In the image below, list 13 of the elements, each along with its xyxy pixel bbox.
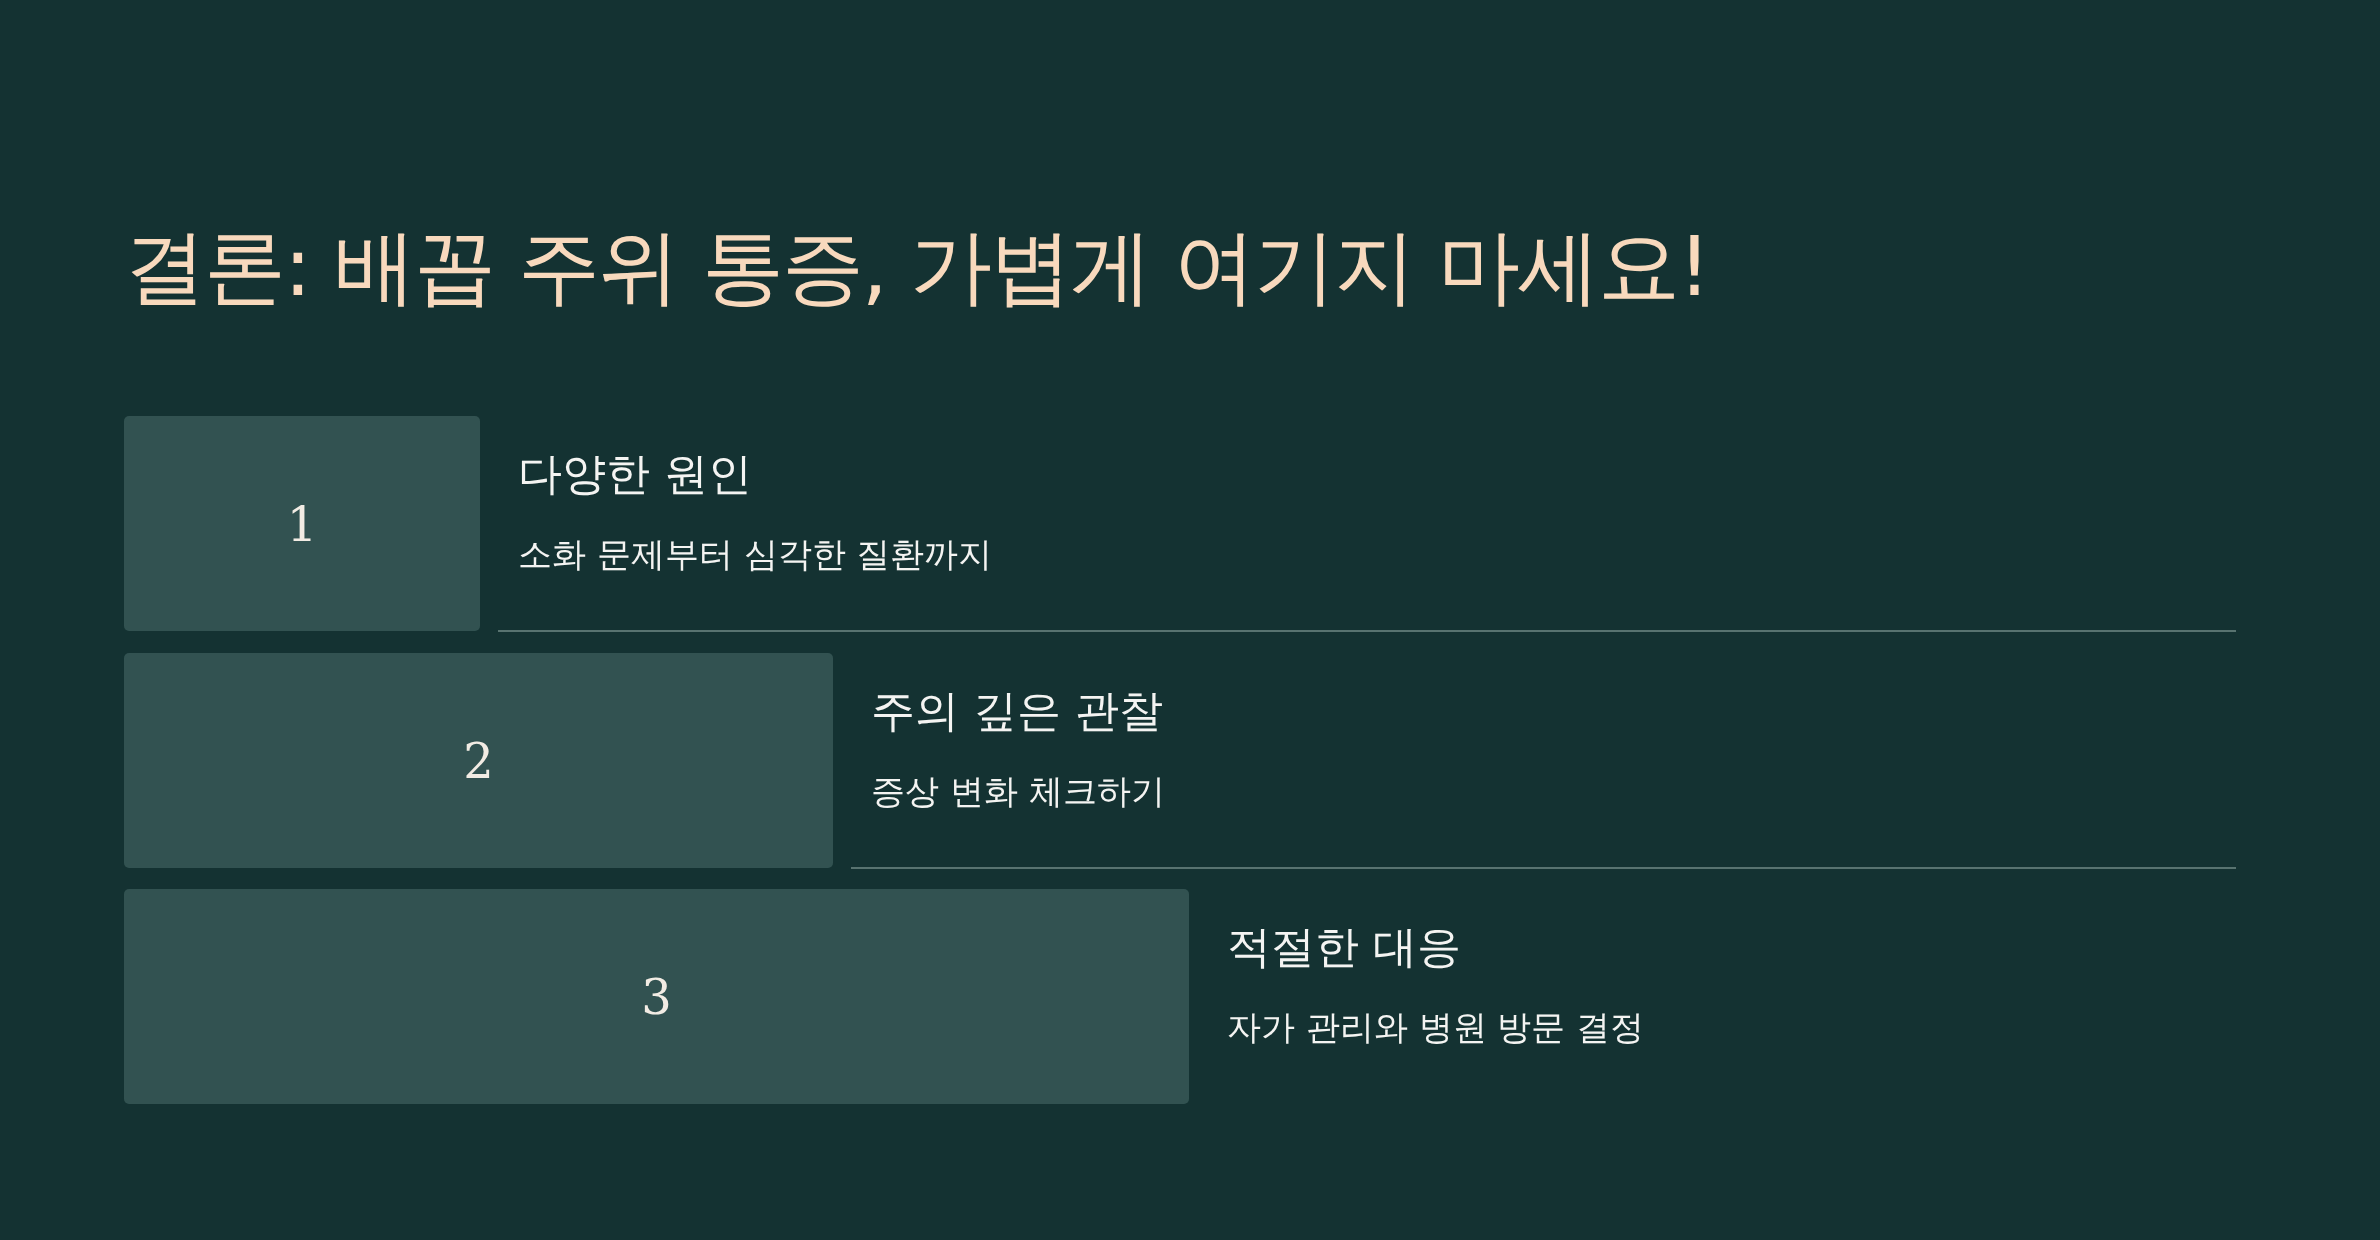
step-description: 소화 문제부터 심각한 질환까지	[518, 536, 993, 574]
step-box	[124, 889, 1189, 1104]
step-box	[124, 653, 833, 868]
step-description: 증상 변화 체크하기	[871, 773, 1165, 811]
slide-title: 결론: 배꼽 주위 통증, 가볍게 여기지 마세요!	[124, 222, 1709, 313]
step-number: 2	[463, 736, 494, 785]
step-description: 자가 관리와 병원 방문 결정	[1227, 1009, 1645, 1047]
step-heading: 주의 깊은 관찰	[871, 687, 1163, 736]
step-heading: 다양한 원인	[518, 450, 752, 499]
step-number: 1	[286, 499, 318, 548]
step-box	[124, 416, 480, 631]
step-heading: 적절한 대응	[1227, 923, 1461, 972]
step-number: 3	[641, 972, 672, 1021]
